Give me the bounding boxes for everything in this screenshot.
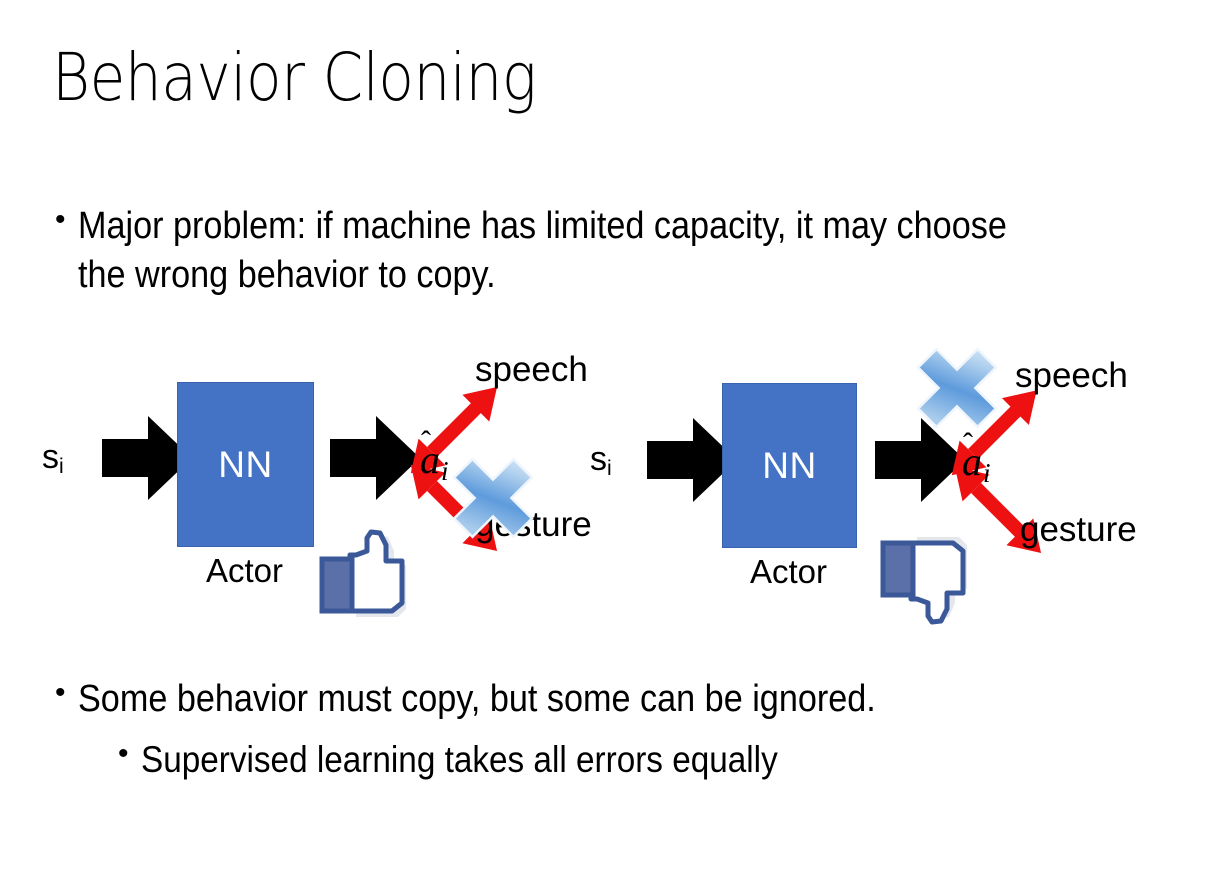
nn-box: NN: [177, 382, 314, 547]
bullet-marker-icon: •: [55, 203, 66, 236]
nn-box: NN: [722, 383, 857, 548]
nn-box-caption: Actor: [205, 552, 284, 589]
state-symbol: s: [590, 440, 607, 478]
thumbs-down-icon: [880, 537, 967, 625]
bullet-bottom-2-text: Supervised learning takes all errors equ…: [140, 739, 778, 780]
action-hat-accent: ˆ: [963, 427, 973, 460]
branch-label-gesture: gesture: [1020, 510, 1137, 549]
page-title: Behavior Cloning: [52, 39, 537, 116]
bullet-bottom-1: • Some behavior must copy, but some can …: [55, 675, 1175, 724]
action-subscript: i: [983, 457, 991, 488]
branch-label-speech: speech: [1015, 356, 1128, 395]
blue-cross-icon: [916, 347, 998, 429]
thumbs-up-icon: [319, 529, 406, 617]
bullet-marker-icon: •: [55, 676, 66, 709]
bullet-marker-icon: •: [118, 737, 129, 770]
red-double-arrow-speech-icon: [410, 386, 498, 474]
branch-label-speech: speech: [475, 350, 588, 389]
bullet-bottom-2: • Supervised learning takes all errors e…: [118, 736, 1178, 784]
bullet-top-text: Major problem: if machine has limited ca…: [77, 205, 1016, 297]
verdict-icon-wrap: [316, 525, 420, 630]
state-subscript: i: [607, 457, 612, 481]
action-hat-accent: ˆ: [421, 425, 431, 458]
action-symbol: a: [420, 437, 440, 482]
state-label-si: si: [42, 438, 64, 479]
verdict-icon-wrap: [877, 525, 981, 634]
state-symbol: s: [42, 438, 59, 476]
action-subscript: i: [441, 455, 449, 486]
state-subscript: i: [59, 455, 64, 479]
nn-box-caption: Actor: [749, 553, 828, 590]
block-arrow-output-icon: [875, 418, 965, 502]
action-symbol: a: [962, 439, 982, 484]
bullet-bottom-1-text: Some behavior must copy, but some can be…: [77, 678, 876, 720]
block-arrow-output-icon: [330, 416, 420, 500]
state-label-si: si: [590, 440, 612, 481]
bullet-top: • Major problem: if machine has limited …: [55, 202, 1165, 301]
